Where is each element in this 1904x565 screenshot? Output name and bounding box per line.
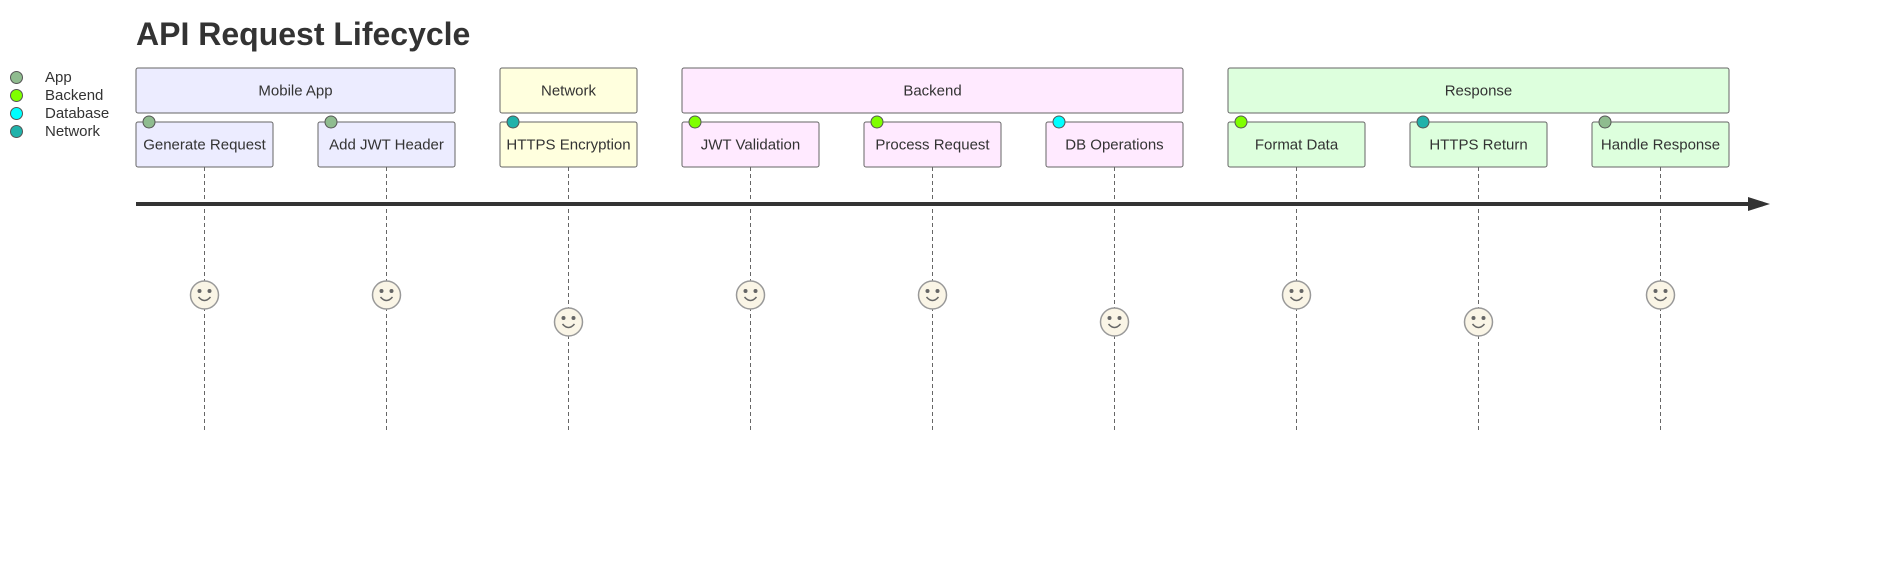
task-label: Add JWT Header [329,137,444,154]
smiley-face-icon [1099,307,1130,337]
legend-label: Database [45,104,110,122]
task-node: HTTPS Return [1409,115,1548,168]
task-label: Generate Request [143,137,266,154]
section-box [1227,67,1730,114]
task-label: HTTPS Return [1429,137,1527,154]
task-node: HTTPS Encryption [499,115,638,168]
section-box [135,67,456,114]
section-mobile-app: Mobile App [135,67,456,114]
task-box [1591,121,1730,168]
section-label: Response [1445,83,1513,100]
section-response: Response [1227,67,1730,114]
smiley-face-icon [553,307,584,337]
task-node: DB Operations [1045,115,1184,168]
smiley-face-icon [1463,307,1494,337]
legend-item: App [10,68,109,86]
task-node: JWT Validation [681,115,820,168]
task-label: Handle Response [1601,137,1720,154]
legend-item: Network [10,122,109,140]
legend-label: App [45,68,72,86]
legend-label: Network [45,122,101,140]
task-box [863,121,1002,168]
actor-dot-icon [688,115,702,129]
legend-label: Backend [45,86,104,104]
task-box [317,121,456,168]
section-backend: Backend [681,67,1184,114]
smiley-face-icon [735,280,766,310]
task-label: JWT Validation [701,137,801,154]
task-node: Generate Request [135,115,274,168]
task-box [1045,121,1184,168]
task-node: Format Data [1227,115,1366,168]
actor-dot-icon [324,115,338,129]
task-box [135,121,274,168]
actor-dot-icon [506,115,520,129]
section-box [681,67,1184,114]
actor-dot-icon [1598,115,1612,129]
actor-dot-icon [1416,115,1430,129]
actor-dot-icon [1052,115,1066,129]
smiley-face-icon [1645,280,1676,310]
diagram-title: API Request Lifecycle [136,16,471,52]
actor-dot-icon [10,106,23,120]
smiley-face-icon [1281,280,1312,310]
task-node: Add JWT Header [317,115,456,168]
section-label: Mobile App [258,83,332,100]
section-box [499,67,638,114]
actor-dot-icon [10,70,23,84]
actor-dot-icon [10,124,23,138]
actor-dot-icon [142,115,156,129]
legend-item: Backend [10,86,109,104]
actor-dot-icon [10,88,23,102]
task-label: HTTPS Encryption [506,137,630,154]
task-box [499,121,638,168]
section-network: Network [499,67,638,114]
task-box [1409,121,1548,168]
task-box [1227,121,1366,168]
smiley-face-icon [371,280,402,310]
task-node: Handle Response [1591,115,1730,168]
timeline-arrowhead [1748,197,1770,211]
task-node: Process Request [863,115,1002,168]
section-label: Network [541,83,597,100]
task-label: Process Request [875,137,990,154]
smiley-face-icon [189,280,220,310]
smiley-face-icon [917,280,948,310]
task-label: Format Data [1255,137,1339,154]
actor-dot-icon [1234,115,1248,129]
task-label: DB Operations [1065,137,1163,154]
legend-item: Database [10,104,109,122]
task-box [681,121,820,168]
actor-dot-icon [870,115,884,129]
section-label: Backend [903,83,961,100]
